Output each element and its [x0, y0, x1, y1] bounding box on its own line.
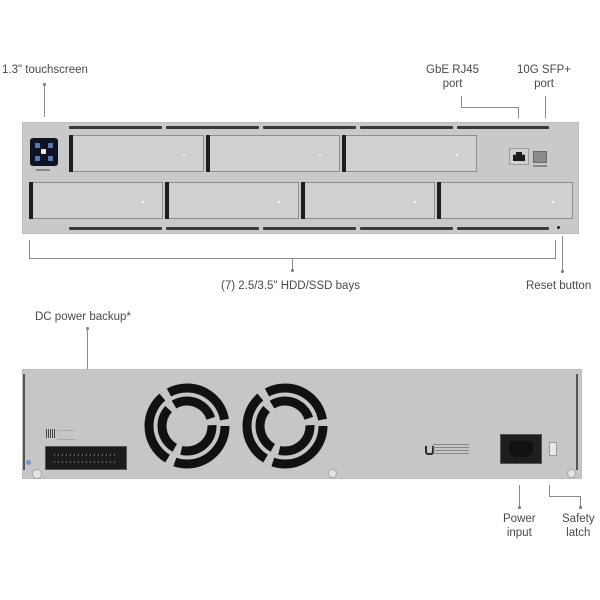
bay-handle[interactable] — [206, 135, 210, 172]
bay-handle[interactable] — [29, 182, 33, 219]
fan-grille — [144, 383, 230, 469]
drive-bay[interactable] — [437, 182, 573, 219]
bracket-bottom — [29, 258, 556, 259]
power-input[interactable] — [500, 434, 542, 464]
label-latch-line2: latch — [566, 527, 591, 539]
reset-button[interactable] — [557, 226, 560, 229]
screen-icon — [35, 156, 40, 161]
bay-handle[interactable] — [342, 135, 346, 172]
fan-grille — [242, 383, 328, 469]
panel-edge — [576, 374, 578, 470]
serial-label — [57, 430, 75, 440]
screen-icon-center — [41, 149, 46, 154]
rail — [360, 126, 453, 129]
rail — [457, 126, 549, 129]
drive-bay[interactable] — [342, 135, 477, 172]
drive-bay[interactable] — [165, 182, 299, 219]
drive-bay[interactable] — [206, 135, 340, 172]
drive-bay[interactable] — [29, 182, 163, 219]
bay-led — [552, 200, 554, 203]
callout-dot — [291, 269, 294, 272]
callout-line-power — [519, 485, 520, 509]
certification-text — [433, 444, 469, 456]
callout-dot — [579, 506, 582, 509]
label-dc-power: DC power backup* — [35, 311, 131, 323]
rail — [166, 126, 259, 129]
callout-line-touchscreen — [44, 84, 45, 117]
label-sfp-line1: 10G SFP+ — [517, 64, 572, 76]
label-bays: (7) 2.5/3.5" HDD/SSD bays — [221, 280, 360, 292]
bay-handle[interactable] — [301, 182, 305, 219]
callout-line-latch-a — [549, 485, 550, 497]
bay-led — [183, 153, 185, 156]
rail — [69, 126, 162, 129]
label-touchscreen: 1.3" touchscreen — [2, 64, 88, 76]
callout-line-latch-b — [549, 496, 581, 497]
bay-led — [319, 153, 321, 156]
bay-handle[interactable] — [165, 182, 169, 219]
screen-icon — [48, 143, 53, 148]
callout-line-reset — [562, 236, 563, 272]
bay-led — [142, 200, 144, 203]
rj45-socket — [513, 152, 525, 161]
screw — [32, 469, 42, 479]
drive-bay[interactable] — [69, 135, 204, 172]
bracket-right — [555, 240, 556, 259]
bay-led — [414, 200, 416, 203]
rail — [263, 227, 356, 230]
label-sfp-line2: port — [534, 78, 554, 90]
sfp-label — [533, 165, 547, 167]
label-rj45: GbE RJ45 port — [426, 63, 479, 91]
label-power-input: Power input — [503, 512, 536, 540]
safety-latch[interactable] — [549, 442, 557, 456]
dc-power-connector[interactable] — [45, 446, 127, 470]
label-rj45-line2: port — [442, 78, 463, 90]
rail — [457, 227, 549, 230]
callout-dot — [518, 506, 521, 509]
screen-icon — [35, 143, 40, 148]
bay-handle[interactable] — [69, 135, 73, 172]
touchscreen[interactable] — [30, 138, 58, 166]
label-latch-line1: Safety — [562, 513, 595, 525]
screw — [328, 469, 337, 478]
callout-line-rj45-a — [461, 96, 462, 108]
iec-socket — [509, 441, 533, 457]
callout-line-rj45-b — [461, 107, 519, 108]
screw — [567, 469, 576, 478]
rail — [166, 227, 259, 230]
rail — [360, 227, 453, 230]
bracket-left — [29, 240, 30, 259]
sfp-port[interactable] — [533, 151, 547, 163]
bay-led — [456, 153, 458, 156]
screen-icon — [48, 156, 53, 161]
label-reset: Reset button — [526, 280, 592, 292]
pins-row — [54, 454, 118, 456]
callout-dot — [561, 270, 564, 273]
bay-led — [278, 200, 280, 203]
callout-line-rj45-c — [518, 107, 519, 118]
rail — [263, 126, 356, 129]
rear-panel — [22, 369, 582, 479]
rj45-port[interactable] — [509, 148, 529, 165]
label-rj45-line1: GbE RJ45 — [426, 64, 480, 76]
brand-mark — [36, 169, 50, 171]
callout-line-latch-c — [580, 496, 581, 509]
ground-indicator — [26, 460, 31, 465]
label-power-line2: input — [506, 527, 532, 539]
front-panel — [22, 122, 579, 234]
qr-code — [46, 429, 55, 438]
rail — [69, 227, 162, 230]
pins-row — [54, 461, 118, 463]
label-power-line1: Power — [503, 513, 536, 525]
callout-line-sfp — [545, 96, 546, 118]
label-sfp: 10G SFP+ port — [517, 63, 571, 91]
label-safety-latch: Safety latch — [562, 512, 595, 540]
panel-edge — [23, 374, 25, 470]
bay-handle[interactable] — [437, 182, 441, 219]
bracket-pointer — [292, 259, 293, 271]
drive-bay[interactable] — [301, 182, 435, 219]
